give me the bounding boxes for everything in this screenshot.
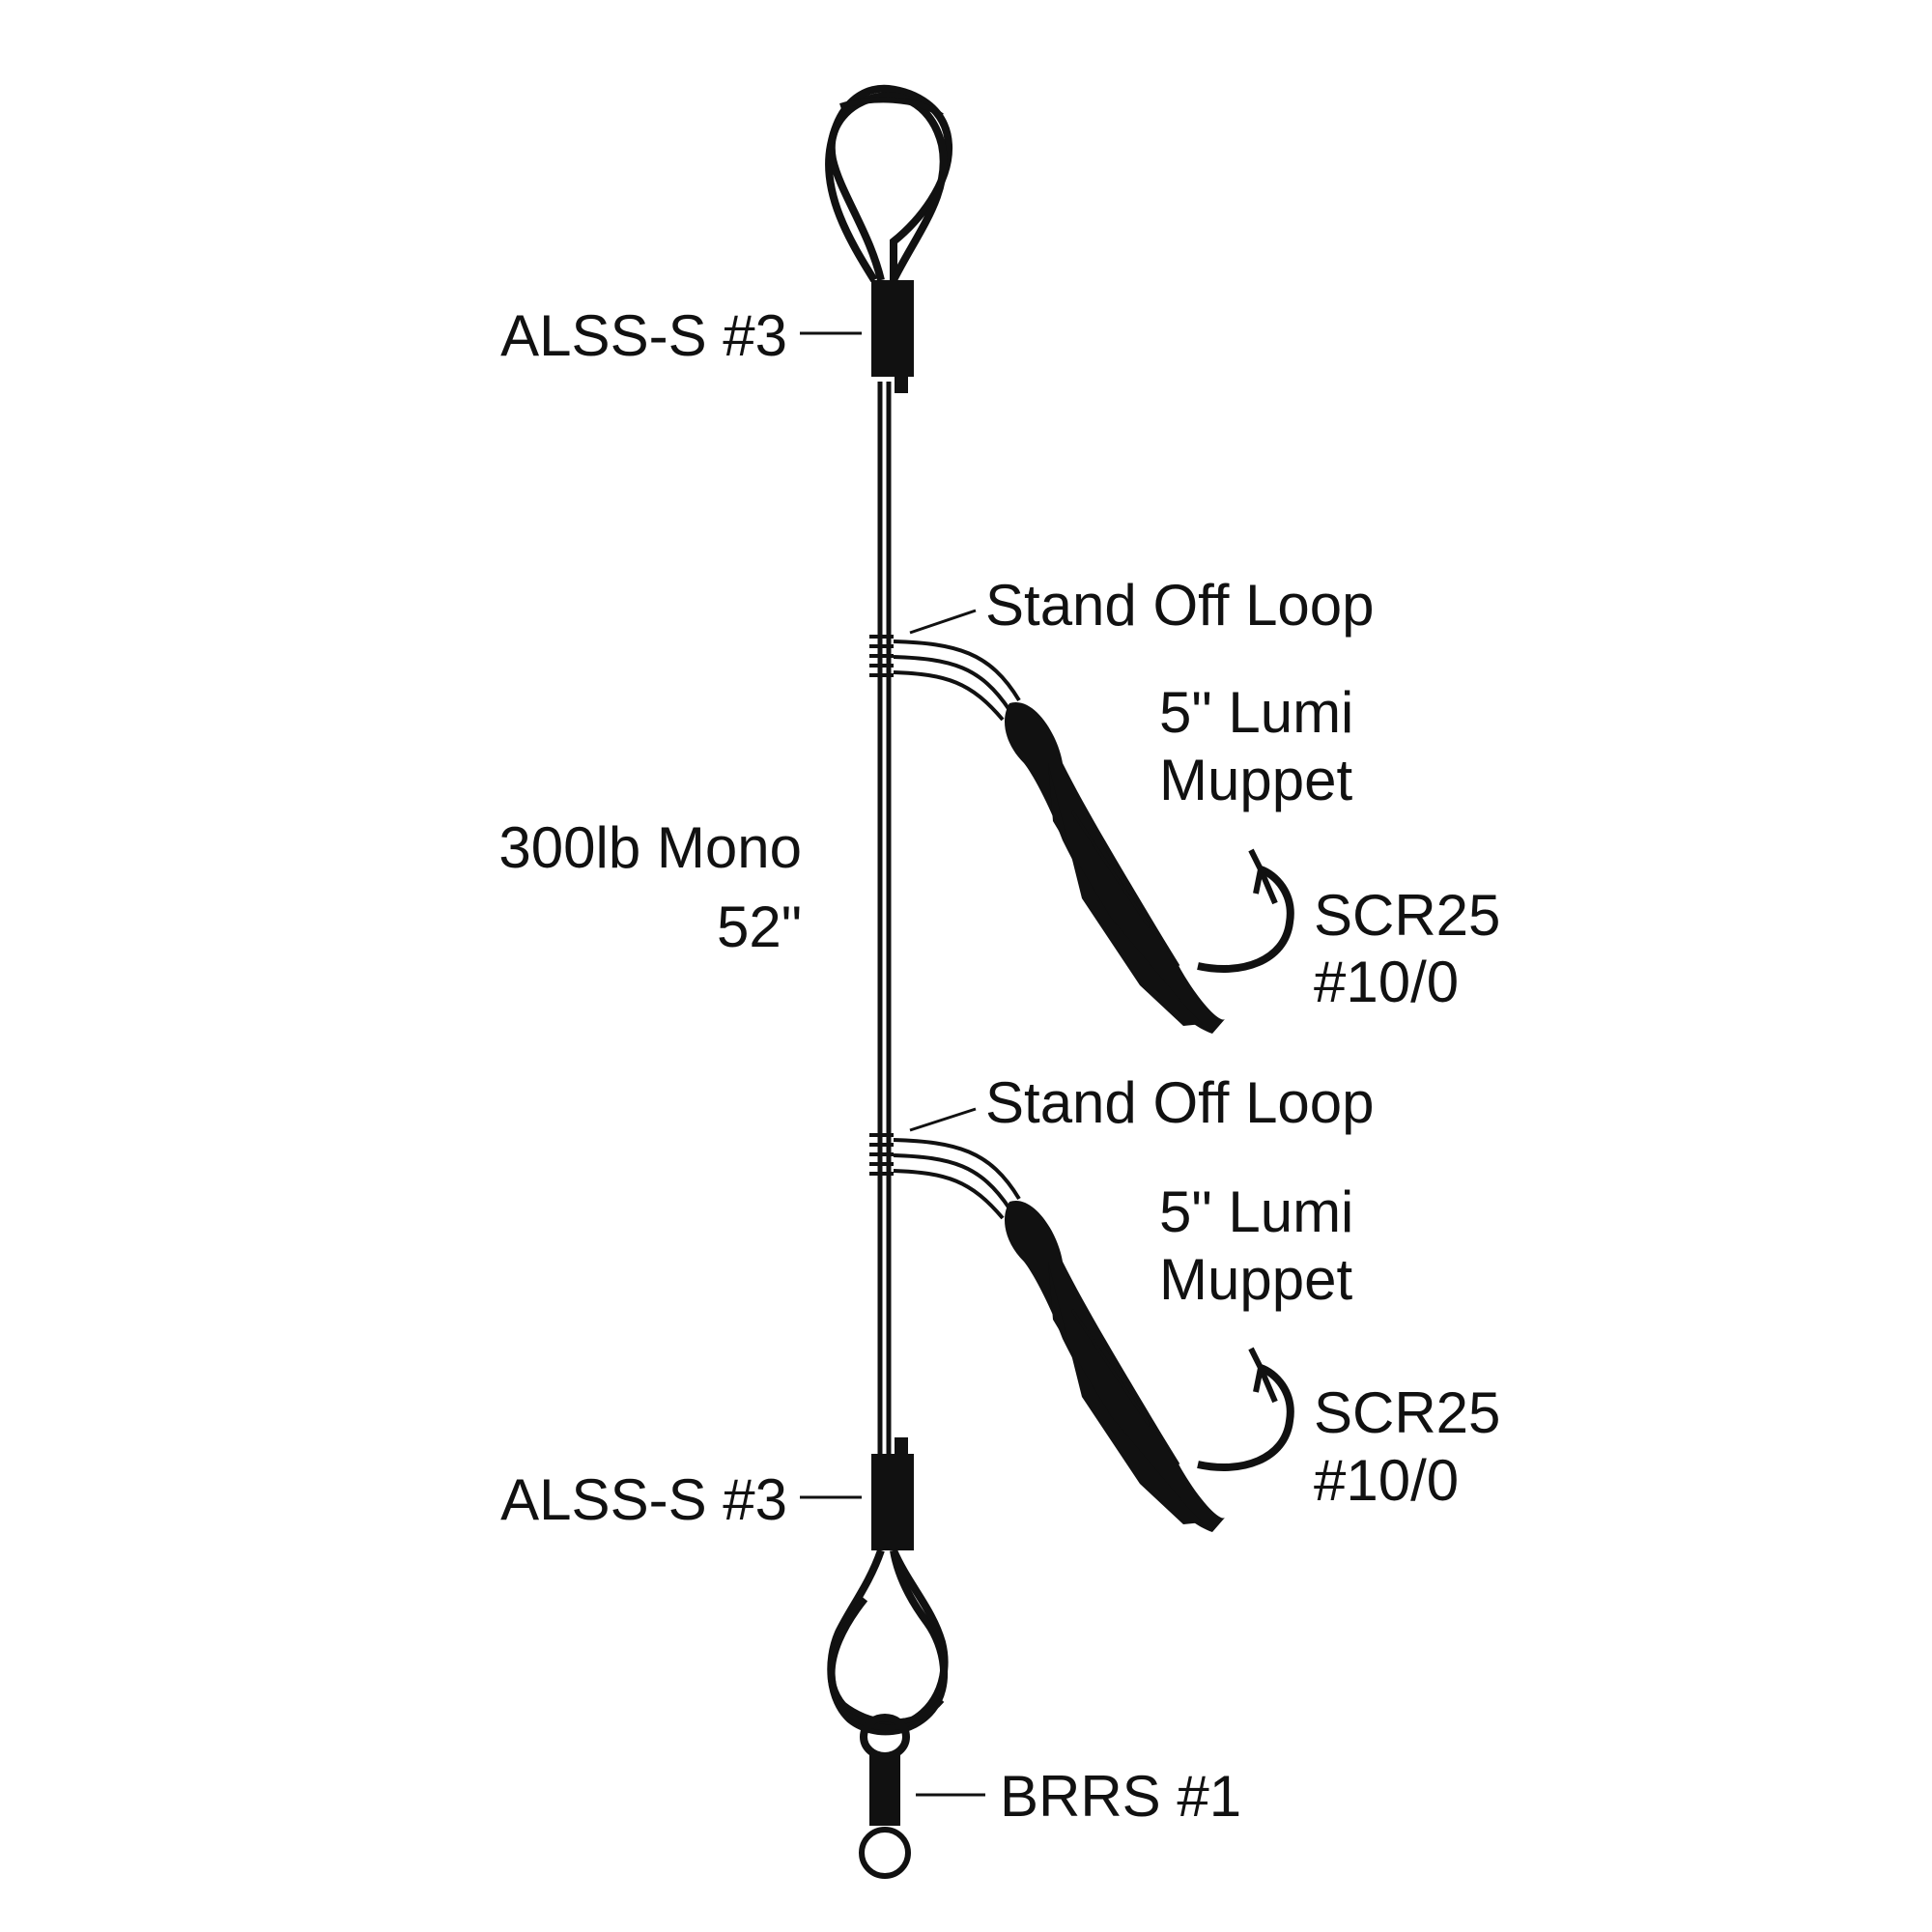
standoff-label-1: Stand Off Loop xyxy=(985,573,1375,638)
hook-2 xyxy=(1197,1347,1294,1471)
hook-label-2-line1: SCR25 xyxy=(1314,1380,1500,1445)
top-crimp-loop xyxy=(825,84,953,283)
bottom-sleeve xyxy=(871,1454,914,1550)
swivel xyxy=(859,1714,911,1879)
bottom-crimp-loop xyxy=(827,1548,949,1736)
top-sleeve xyxy=(871,280,914,377)
main-mono-line xyxy=(877,382,892,1454)
standoff-wraps-1 xyxy=(869,635,894,677)
hook-label-2-line2: #10/0 xyxy=(1314,1448,1459,1513)
top-sleeve-label: ALSS-S #3 xyxy=(500,303,787,368)
lumi-muppet-2 xyxy=(1005,1200,1225,1532)
mono-label-line2: 52" xyxy=(717,895,802,959)
hook-label-1-line2: #10/0 xyxy=(1314,950,1459,1014)
standoff-wraps-2 xyxy=(869,1133,894,1176)
hook-label-1-line1: SCR25 xyxy=(1314,883,1500,948)
bottom-sleeve-tag-end xyxy=(895,1437,908,1459)
bottom-sleeve-label: ALSS-S #3 xyxy=(500,1467,787,1532)
standoff-loop-1 xyxy=(893,639,1021,722)
hook-1 xyxy=(1197,848,1294,973)
leader-standoff-2 xyxy=(909,1107,977,1132)
leader-standoff-1 xyxy=(909,609,977,635)
top-sleeve-tag-end xyxy=(895,372,908,393)
lumi-muppet-1 xyxy=(1005,701,1225,1034)
lure-label-2-line1: 5" Lumi xyxy=(1159,1179,1353,1244)
swivel-label: BRRS #1 xyxy=(1000,1764,1241,1829)
mono-label-line1: 300lb Mono xyxy=(498,815,802,880)
lure-label-1-line1: 5" Lumi xyxy=(1159,680,1353,745)
lure-label-2-line2: Muppet xyxy=(1159,1247,1352,1312)
lure-label-1-line2: Muppet xyxy=(1159,748,1352,812)
standoff-loop-2 xyxy=(893,1138,1021,1220)
standoff-label-2: Stand Off Loop xyxy=(985,1070,1375,1135)
